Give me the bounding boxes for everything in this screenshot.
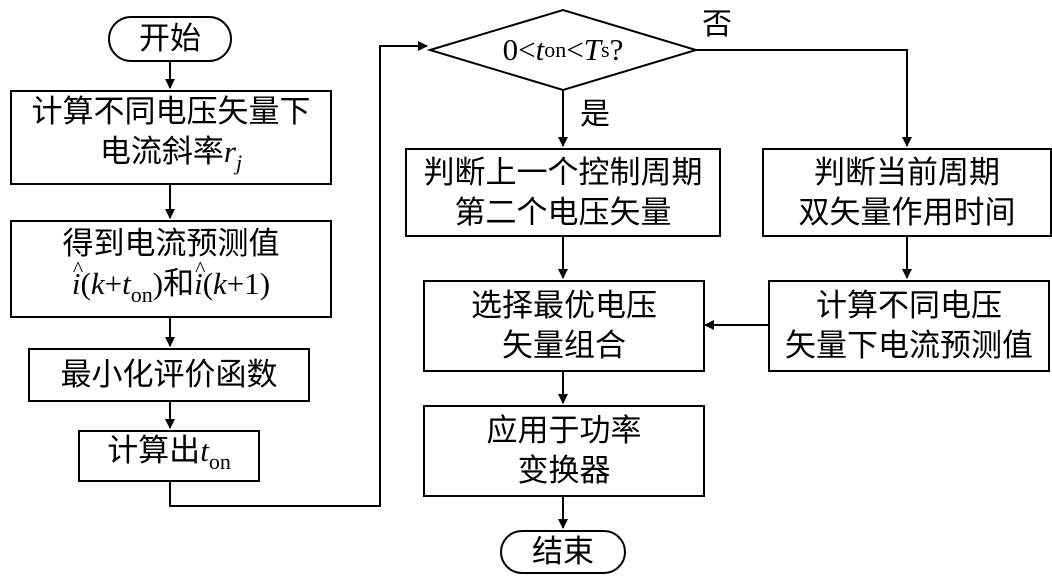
edge-label-no: 否 <box>702 7 732 42</box>
judge-current-line2: 双矢量作用时间 <box>798 194 1016 231</box>
calc-prediction-line2: 矢量下电流预测值 <box>785 328 1033 364</box>
calc-prediction-line1: 计算不同电压 <box>816 288 1002 324</box>
select-optimal-line1: 选择最优电压 <box>471 288 657 324</box>
decision-diamond <box>426 8 700 92</box>
get-prediction-line1: 得到电流预测值 <box>62 225 280 262</box>
judge-prev-box: 判断上一个控制周期 第二个电压矢量 <box>405 148 721 237</box>
calc-slope-box: 计算不同电压矢量下 电流斜率rj <box>10 90 332 185</box>
start-terminal: 开始 <box>108 16 232 62</box>
end-terminal: 结束 <box>500 530 626 574</box>
end-label: 结束 <box>532 534 594 570</box>
judge-current-box: 判断当前周期 双矢量作用时间 <box>762 148 1052 237</box>
select-optimal-line2: 矢量组合 <box>502 328 626 364</box>
apply-line1: 应用于功率 <box>486 413 642 449</box>
calc-ton-box: 计算出ton <box>78 430 260 482</box>
start-label: 开始 <box>139 21 201 57</box>
calc-slope-line1: 计算不同电压矢量下 <box>31 94 311 130</box>
calc-prediction-box: 计算不同电压 矢量下电流预测值 <box>768 280 1050 372</box>
calc-ton-label: 计算出ton <box>107 432 231 474</box>
select-optimal-box: 选择最优电压 矢量组合 <box>423 280 705 372</box>
minimize-label: 最小化评价函数 <box>60 357 278 393</box>
edge-ton-to-decision <box>169 41 428 507</box>
get-prediction-formula: i(k+ton)和i(k+1) <box>72 249 270 315</box>
judge-prev-line1: 判断上一个控制周期 <box>423 154 703 191</box>
apply-line2: 变换器 <box>517 453 611 489</box>
get-prediction-box: 得到电流预测值 i(k+ton)和i(k+1) <box>10 220 332 318</box>
judge-current-line1: 判断当前周期 <box>814 154 1000 191</box>
judge-prev-line2: 第二个电压矢量 <box>454 194 672 231</box>
apply-box: 应用于功率 变换器 <box>423 405 705 497</box>
edge-label-yes: 是 <box>580 97 610 132</box>
calc-slope-line2: 电流斜率rj <box>99 134 243 175</box>
edge-decision-no <box>696 49 912 147</box>
minimize-box: 最小化评价函数 <box>28 348 310 402</box>
